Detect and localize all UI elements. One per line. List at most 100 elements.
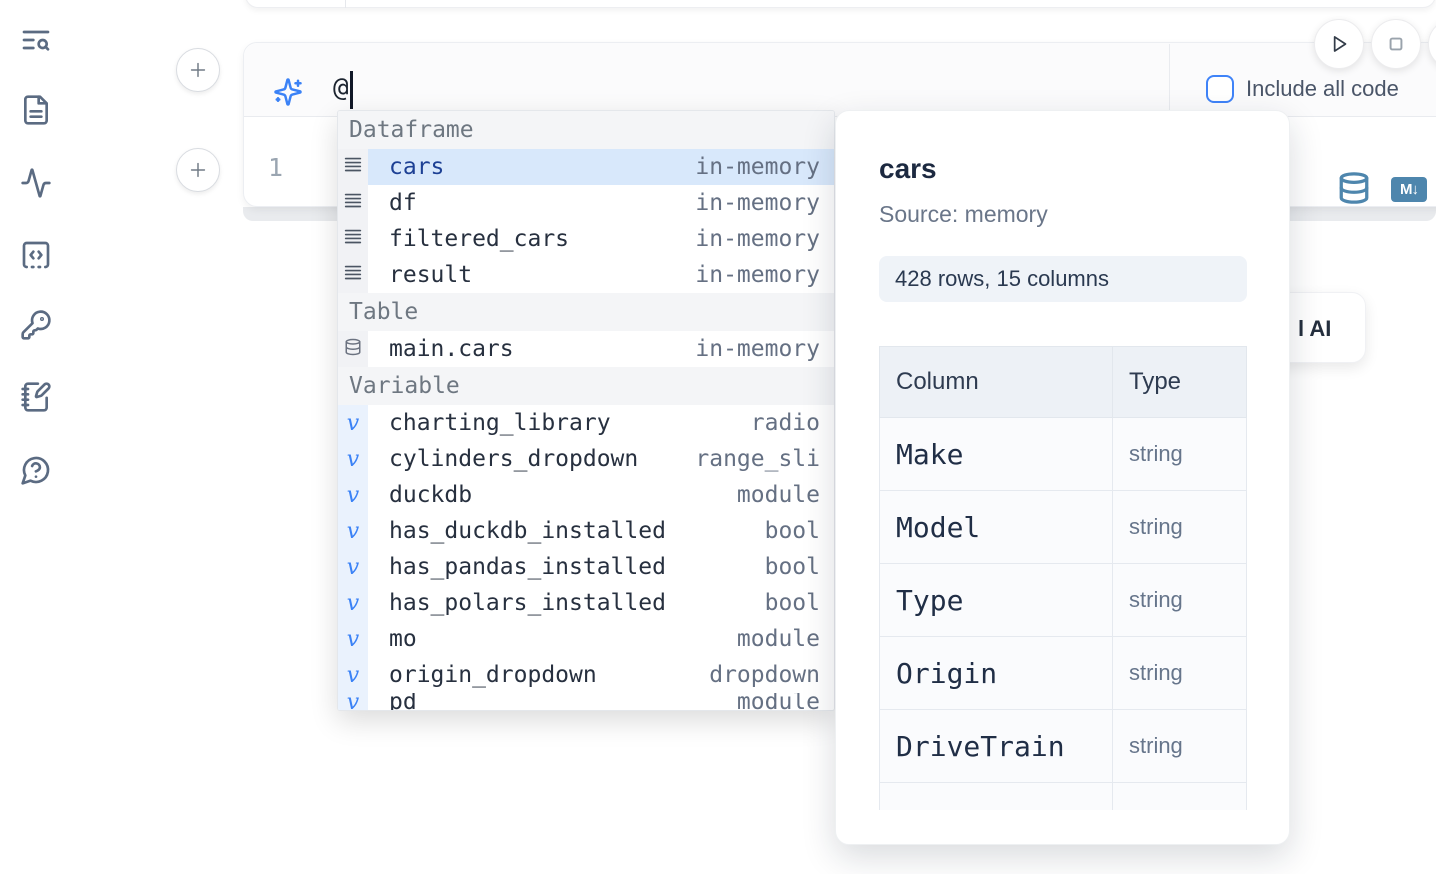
schema-header-row: Column Type bbox=[879, 346, 1247, 418]
autocomplete-item-df[interactable]: df in-memory bbox=[338, 185, 834, 221]
ai-prompt-input[interactable]: @ Include all code bbox=[244, 43, 1436, 117]
play-icon bbox=[1333, 36, 1347, 52]
variable-icon: v bbox=[346, 590, 360, 616]
database-connection-icon[interactable] bbox=[1337, 171, 1371, 205]
autocomplete-item-cars[interactable]: cars in-memory bbox=[338, 149, 834, 185]
autocomplete-item-charting_library[interactable]: v charting_library radio bbox=[338, 405, 834, 441]
schema-header-column: Column bbox=[879, 346, 1113, 418]
schema-column-name: Make bbox=[879, 417, 1113, 491]
item-type: radio bbox=[750, 410, 820, 436]
item-type: in-memory bbox=[695, 226, 820, 252]
schema-column-type: string bbox=[1112, 417, 1247, 491]
schema-row-partial bbox=[879, 782, 1247, 810]
dataframe-icon bbox=[342, 190, 364, 217]
code-snippets-icon[interactable] bbox=[20, 239, 52, 271]
markdown-icon[interactable]: M↓ bbox=[1391, 177, 1427, 202]
variable-icon: v bbox=[346, 693, 360, 711]
item-name: mo bbox=[389, 626, 417, 652]
item-type: in-memory bbox=[695, 154, 820, 180]
variable-icon: v bbox=[346, 518, 360, 544]
item-name: has_duckdb_installed bbox=[389, 518, 666, 544]
item-name: pd bbox=[389, 693, 417, 711]
schema-column-type: string bbox=[1112, 490, 1247, 564]
help-chat-icon[interactable] bbox=[20, 454, 52, 486]
sparkles-ai-icon bbox=[273, 77, 303, 107]
file-document-icon[interactable] bbox=[20, 94, 52, 126]
prompt-divider bbox=[1169, 44, 1170, 116]
stop-button[interactable] bbox=[1371, 19, 1421, 69]
schema-column-type: string bbox=[1112, 563, 1247, 637]
item-name: df bbox=[389, 190, 417, 216]
include-all-code-checkbox[interactable] bbox=[1206, 75, 1234, 103]
item-type: module bbox=[736, 626, 820, 652]
autocomplete-section-header: Table bbox=[338, 293, 834, 331]
item-name: origin_dropdown bbox=[389, 662, 597, 688]
previous-cell-divider bbox=[345, 0, 346, 8]
popup-summary-chip: 428 rows, 15 columns bbox=[879, 256, 1247, 302]
variable-icon: v bbox=[346, 446, 360, 472]
variable-icon: v bbox=[346, 410, 360, 436]
item-type: in-memory bbox=[695, 336, 820, 362]
autocomplete-section-header: Variable bbox=[338, 367, 834, 405]
line-number: 1 bbox=[267, 153, 283, 182]
notebook-search-icon[interactable] bbox=[20, 24, 52, 56]
dataframe-icon bbox=[342, 226, 364, 253]
activity-tracer-icon[interactable] bbox=[20, 167, 52, 199]
item-type: module bbox=[736, 693, 820, 711]
previous-cell-fragment bbox=[245, 0, 1436, 8]
item-type: bool bbox=[764, 554, 820, 580]
schema-column-name: Type bbox=[879, 563, 1113, 637]
autocomplete-item-filtered_cars[interactable]: filtered_cars in-memory bbox=[338, 221, 834, 257]
item-type: module bbox=[736, 482, 820, 508]
dataframe-icon bbox=[342, 262, 364, 289]
item-type: bool bbox=[764, 518, 820, 544]
item-name: cars bbox=[389, 154, 445, 180]
ai-button-label-fragment: l AI bbox=[1298, 316, 1332, 341]
run-cell-button[interactable] bbox=[1314, 19, 1364, 69]
dataframe-icon bbox=[342, 154, 364, 181]
item-type: bool bbox=[764, 590, 820, 616]
item-name: has_pandas_installed bbox=[389, 554, 666, 580]
popup-source: Source: memory bbox=[879, 201, 1048, 227]
schema-column-type: string bbox=[1112, 709, 1247, 783]
item-name: main.cars bbox=[389, 336, 514, 362]
scratchpad-notebook-icon[interactable] bbox=[20, 381, 52, 413]
add-cell-button-bottom[interactable] bbox=[176, 148, 220, 192]
secrets-key-icon[interactable] bbox=[20, 309, 52, 341]
item-name: filtered_cars bbox=[389, 226, 570, 252]
autocomplete-item-has_duckdb_installed[interactable]: v has_duckdb_installed bool bbox=[338, 513, 834, 549]
autocomplete-item-pd[interactable]: v pd module bbox=[338, 693, 834, 711]
schema-header-type: Type bbox=[1112, 346, 1247, 418]
text-caret bbox=[350, 71, 353, 109]
autocomplete-section-header: Dataframe bbox=[338, 111, 834, 149]
item-name: cylinders_dropdown bbox=[389, 446, 639, 472]
schema-column-name: Origin bbox=[879, 636, 1113, 710]
popup-title: cars bbox=[879, 153, 937, 184]
schema-column-type: string bbox=[1112, 636, 1247, 710]
autocomplete-item-main.cars[interactable]: main.cars in-memory bbox=[338, 331, 834, 367]
item-name: result bbox=[389, 262, 473, 288]
item-name: charting_library bbox=[389, 410, 611, 436]
add-cell-button-top[interactable] bbox=[176, 48, 220, 92]
item-type: in-memory bbox=[695, 190, 820, 216]
table-database-icon bbox=[344, 338, 362, 361]
schema-column-name: Model bbox=[879, 490, 1113, 564]
plus-icon bbox=[190, 62, 206, 78]
variable-icon: v bbox=[346, 482, 360, 508]
item-type: dropdown bbox=[709, 662, 820, 688]
